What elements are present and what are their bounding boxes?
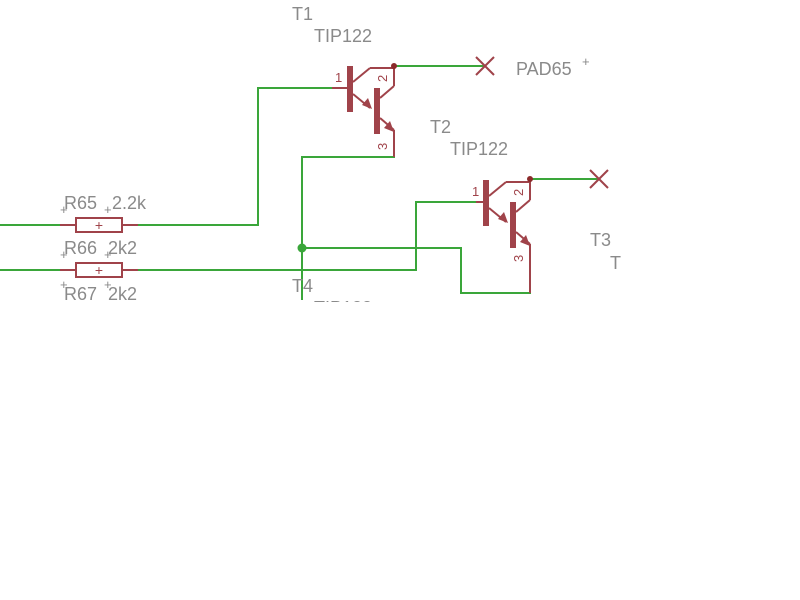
pad-t2-collector[interactable] (589, 169, 609, 189)
net-t1-emitter[interactable] (301, 135, 395, 300)
r66-origin-mark: + (60, 247, 68, 262)
net-r65-out[interactable] (122, 87, 332, 226)
pad65-origin-mark: + (582, 54, 590, 69)
t2-name-label: T2 (430, 117, 451, 137)
t2-pin3-label: 3 (511, 255, 526, 262)
resistor-r65-plus-mark: + (95, 217, 103, 233)
t4-value-label: TIP122 (314, 298, 372, 318)
t1-value-label: TIP122 (314, 26, 372, 46)
transistor-t2[interactable]: T2 TIP122 1 2 3 (430, 117, 533, 293)
r66-origin-mark-2: + (104, 247, 112, 262)
t2-pin1-label: 1 (472, 184, 479, 199)
t4-name-label: T4 (292, 276, 313, 296)
transistor-t4[interactable]: T4 TIP122 (292, 276, 372, 318)
t2-pin2-label: 2 (511, 189, 526, 196)
r67-origin-mark-2: + (104, 277, 112, 292)
t3-name-label: T3 (590, 230, 611, 250)
resistor-r67[interactable]: + + R67 2k2 (60, 277, 137, 304)
r67-value-label: 2k2 (108, 284, 137, 304)
r65-origin-mark-2: + (104, 202, 112, 217)
t2-value-label: TIP122 (450, 139, 508, 159)
r66-value-label: 2k2 (108, 238, 137, 258)
t1-name-label: T1 (292, 4, 313, 24)
r65-origin-mark: + (60, 202, 68, 217)
resistor-r66-plus-mark: + (95, 262, 103, 278)
t1-pin3-label: 3 (375, 143, 390, 150)
t3-value-label: T (610, 253, 621, 273)
pad65-label: PAD65 (516, 59, 572, 79)
t1-pin1-label: 1 (335, 70, 342, 85)
transistor-t3[interactable]: T3 T (590, 230, 621, 273)
r66-name-label: R66 (64, 238, 97, 258)
resistor-r66[interactable]: + + + R66 2k2 (60, 238, 138, 278)
r65-name-label: R65 (64, 193, 97, 213)
r65-value-label: 2.2k (112, 193, 147, 213)
pad65[interactable]: PAD65 + (475, 54, 590, 79)
r67-name-label: R67 (64, 284, 97, 304)
t1-pin2-label: 2 (375, 75, 390, 82)
net-r66-to-t2-base[interactable] (122, 201, 476, 271)
r67-origin-mark: + (60, 277, 68, 292)
resistor-r65[interactable]: + + + R65 2.2k (60, 193, 147, 233)
transistor-t1[interactable]: T1 TIP122 1 2 3 (292, 4, 397, 157)
junction-dot (297, 243, 307, 253)
